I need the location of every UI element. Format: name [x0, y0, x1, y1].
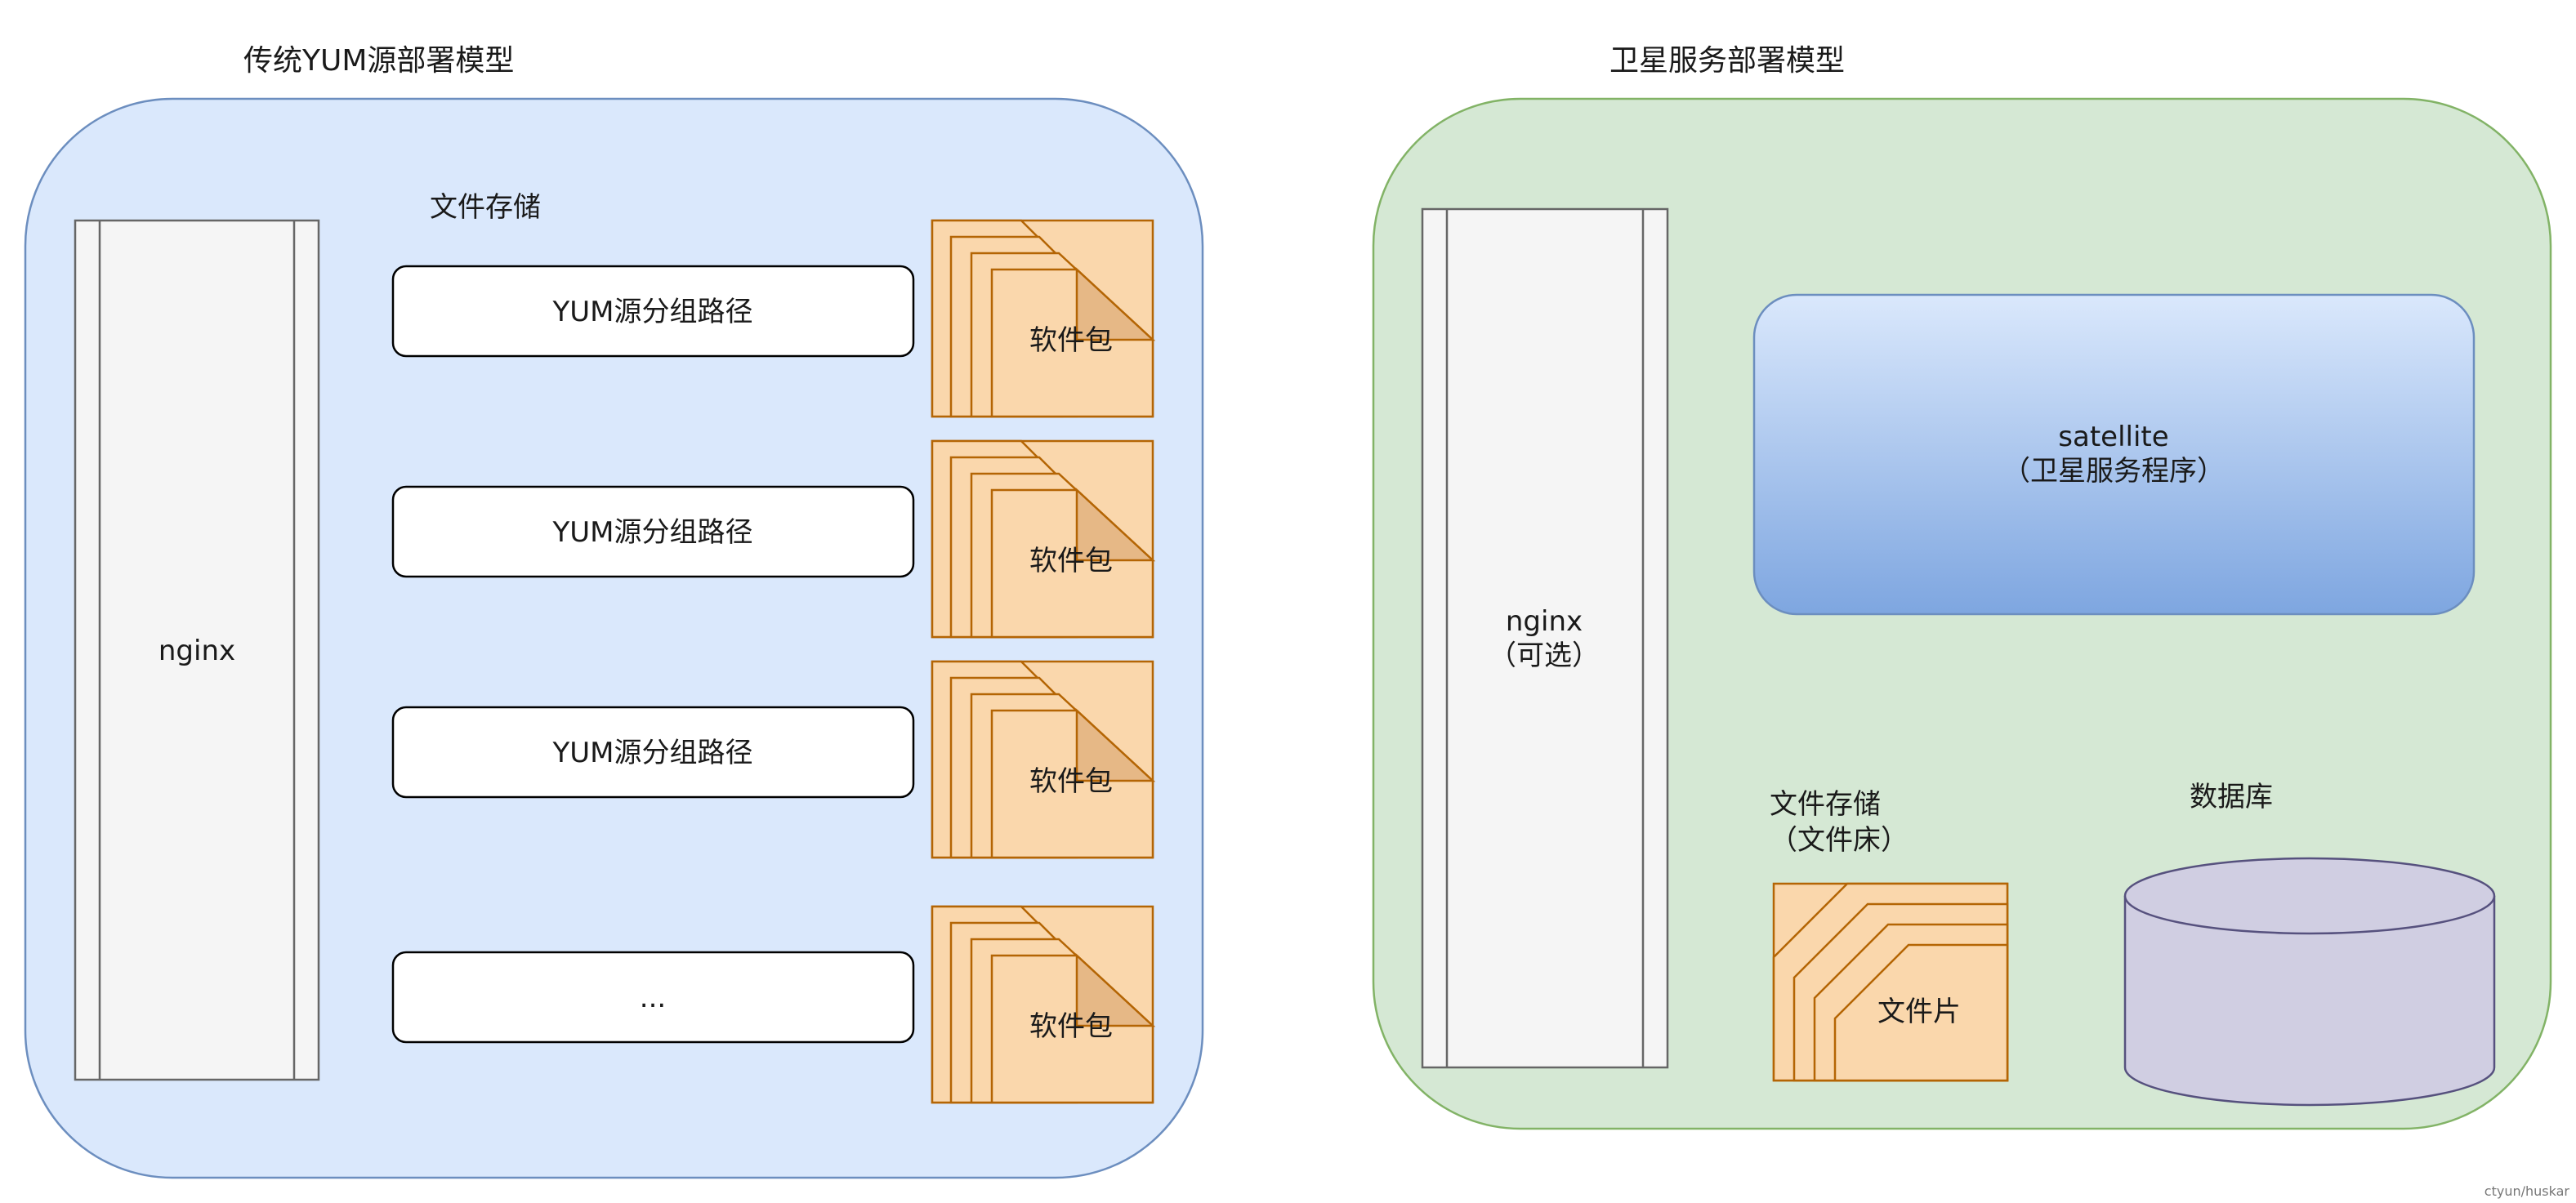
satellite-model-title: 卫星服务部署模型: [1609, 44, 1845, 78]
repo-path-label: YUM源分组路径: [552, 296, 753, 328]
database-icon: [2123, 857, 2496, 1107]
satellite-app-box: satellite （卫星服务程序）: [1752, 293, 2476, 616]
satellite-app-label: satellite: [2058, 421, 2168, 453]
repo-path-box: YUM源分组路径: [391, 706, 915, 799]
repo-path-box: YUM源分组路径: [391, 485, 915, 578]
file-chunk-label: 文件片: [1877, 996, 1961, 1028]
package-label: 软件包: [1029, 324, 1113, 357]
package-label: 软件包: [1029, 765, 1113, 798]
watermark: ctyun/huskar: [2484, 1183, 2570, 1199]
package-stack-icon: 软件包: [931, 219, 1156, 418]
database-label: 数据库: [2190, 781, 2273, 813]
file-chunks-icon: 文件片: [1772, 882, 2009, 1082]
satellite-storage-sublabel: （文件床）: [1770, 824, 1909, 857]
traditional-storage-label: 文件存储: [430, 191, 541, 224]
traditional-nginx-label: nginx: [158, 635, 235, 667]
satellite-nginx-label: nginx: [1506, 605, 1583, 638]
repo-path-label: ...: [640, 982, 666, 1014]
traditional-nginx-server: nginx: [74, 219, 320, 1081]
satellite-nginx-server: nginx （可选）: [1421, 207, 1669, 1069]
package-stack-icon: 软件包: [931, 439, 1156, 639]
package-stack-icon: 软件包: [931, 660, 1156, 859]
repo-path-box: YUM源分组路径: [391, 265, 915, 358]
package-label: 软件包: [1029, 1010, 1113, 1043]
satellite-service-model: 卫星服务部署模型 nginx （可选） satellite （卫星服务程序） 文…: [1372, 44, 2552, 1130]
traditional-model-title: 传统YUM源部署模型: [243, 44, 514, 78]
satellite-storage-label: 文件存储: [1770, 788, 1881, 821]
satellite-nginx-optional-label: （可选）: [1489, 639, 1600, 672]
traditional-yum-model: 传统YUM源部署模型 nginx 文件存储 YUM源分组路径 YUM源分组路径 …: [24, 44, 1204, 1179]
package-stack-icon: 软件包: [931, 905, 1156, 1104]
package-label: 软件包: [1029, 545, 1113, 577]
repo-path-label: YUM源分组路径: [552, 516, 753, 549]
repo-path-box: ...: [391, 951, 915, 1044]
repo-path-label: YUM源分组路径: [552, 737, 753, 769]
satellite-app-sublabel: （卫星服务程序）: [2002, 455, 2225, 488]
